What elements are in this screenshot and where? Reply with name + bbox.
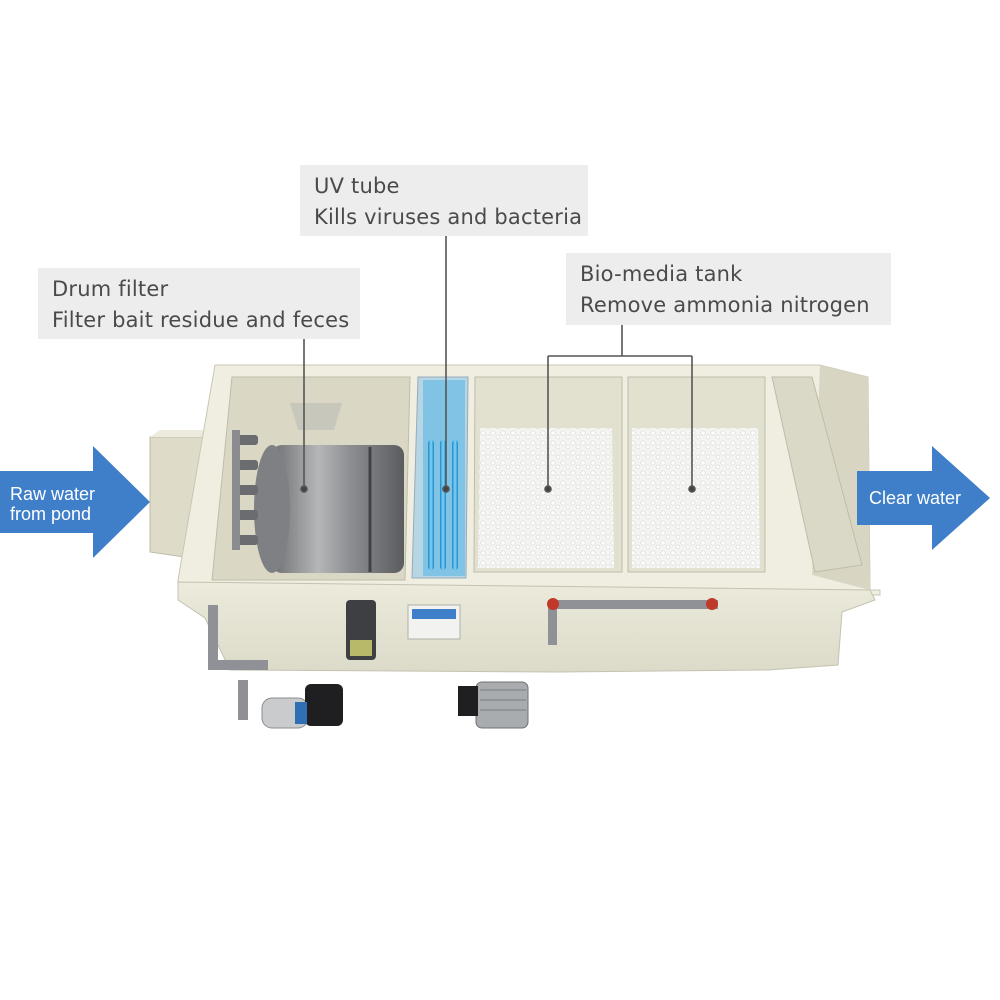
- uv-label-title: UV tube: [314, 174, 400, 198]
- motor: [346, 600, 376, 660]
- outlet-arrow-label: Clear water: [869, 488, 961, 508]
- drum-label-title: Drum filter: [52, 277, 169, 301]
- bio-label-desc: Remove ammonia nitrogen: [580, 293, 870, 317]
- water-pump: [261, 684, 343, 729]
- callout-bio: [544, 325, 696, 493]
- control-box: [407, 604, 461, 640]
- drum-label-desc: Filter bait residue and feces: [52, 308, 350, 332]
- callout-uv: [442, 236, 450, 493]
- bio-label: Bio-media tank Remove ammonia nitrogen: [566, 253, 891, 325]
- uv-label-desc: Kills viruses and bacteria: [314, 205, 583, 229]
- uv-tubes: [428, 440, 458, 570]
- bio-compartment-2: [627, 376, 766, 573]
- inlet-arrow-label: Raw water from pond: [10, 484, 95, 524]
- plumbing: [208, 598, 718, 720]
- air-pump: [458, 681, 529, 729]
- drum-label: Drum filter Filter bait residue and fece…: [38, 268, 360, 339]
- drum-filter: [254, 403, 404, 573]
- outlet-arrow: [857, 446, 990, 550]
- inlet-arrow: [0, 446, 150, 558]
- bio-label-title: Bio-media tank: [580, 262, 743, 286]
- inlet-arrow-line2: from pond: [10, 504, 92, 524]
- outlet-arrow-text: Clear water: [869, 488, 962, 508]
- outlet-compartment: [771, 376, 863, 573]
- spray-nozzles: [232, 430, 258, 550]
- inlet-arrow-line1: Raw water: [10, 484, 96, 504]
- callout-drum: [300, 338, 308, 493]
- uv-label: UV tube Kills viruses and bacteria: [300, 165, 588, 236]
